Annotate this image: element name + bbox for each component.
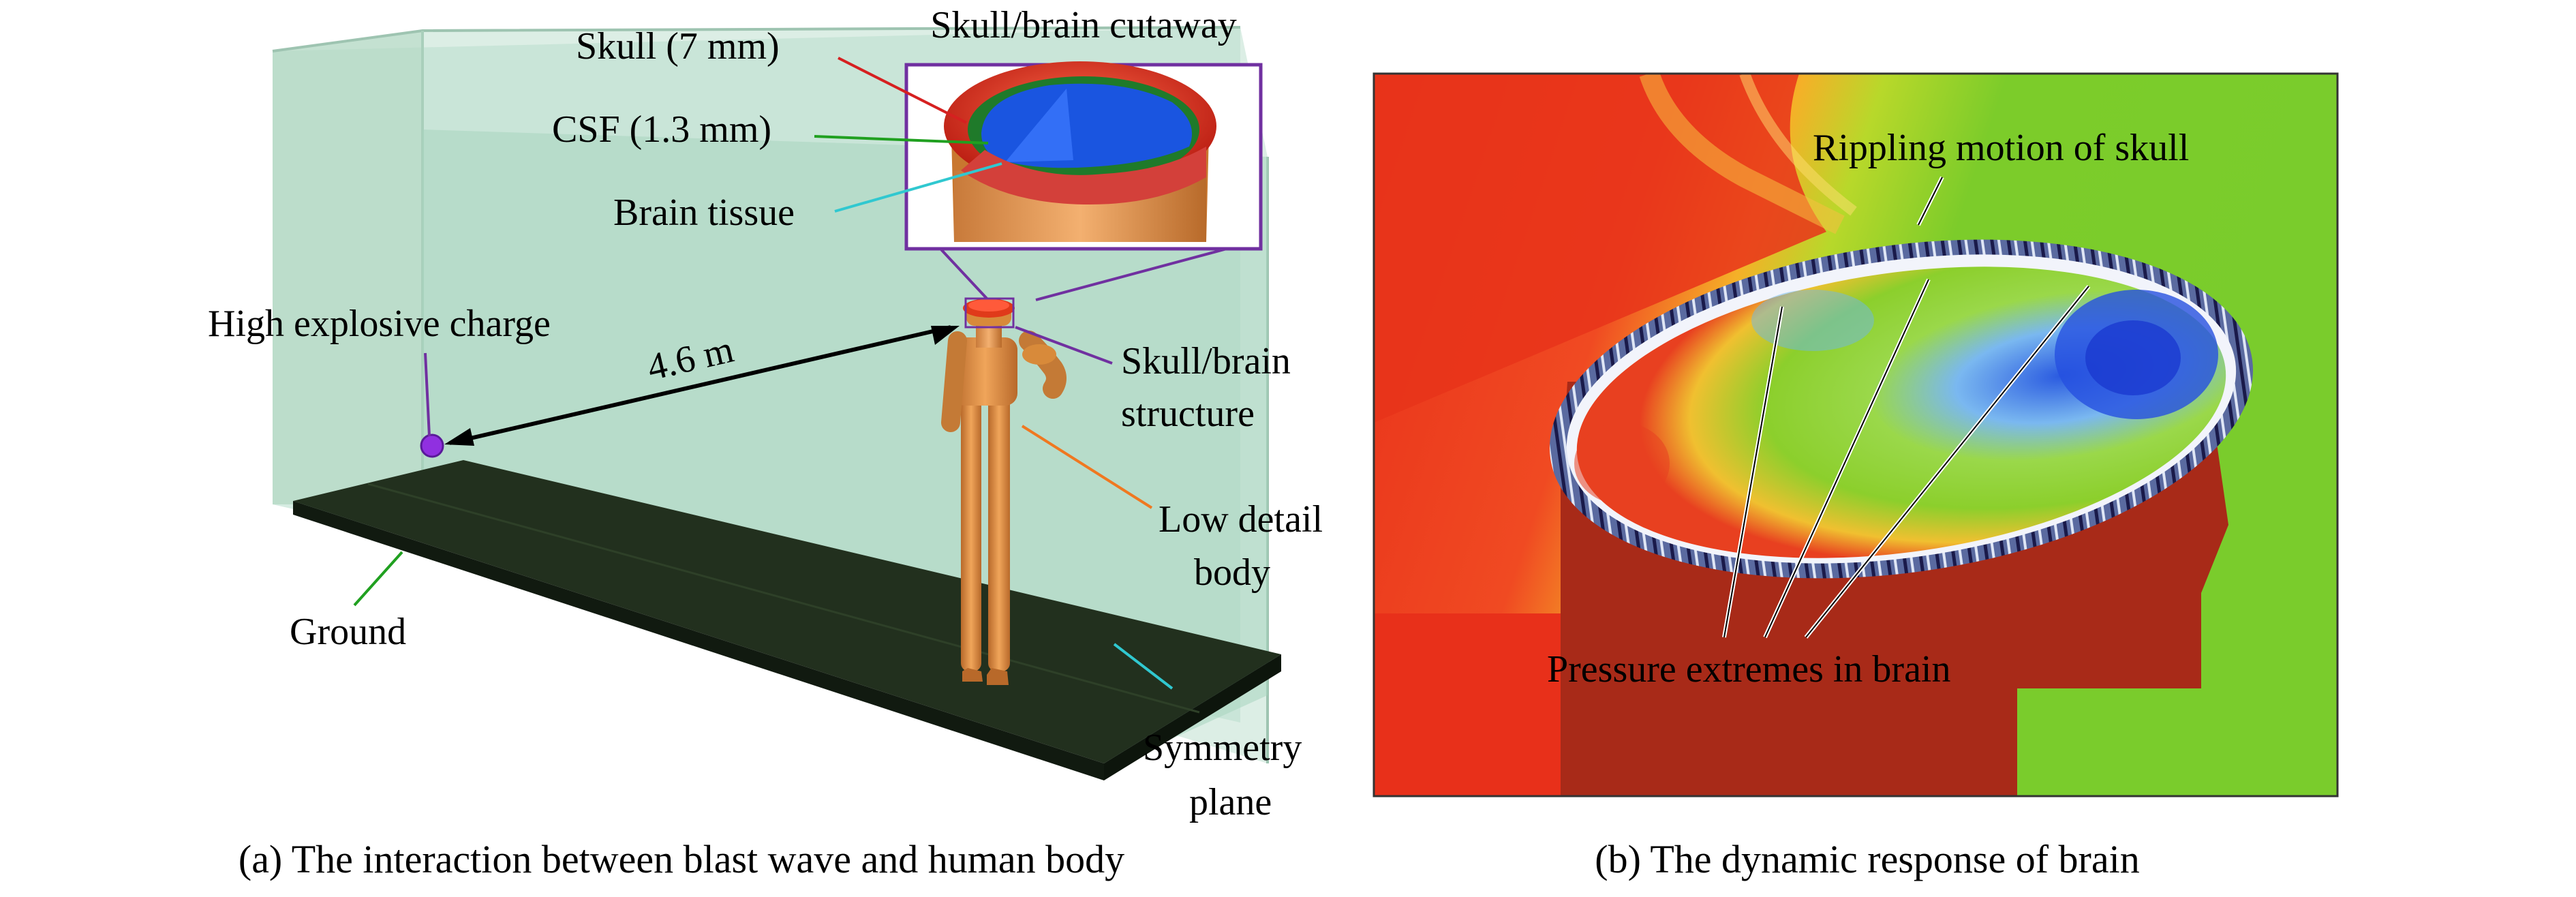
brain-section <box>1549 239 2254 579</box>
cutaway-model <box>944 61 1216 242</box>
caption-b: (b) The dynamic response of brain <box>1595 837 2139 881</box>
human-body-model <box>941 297 1067 685</box>
pressure-label: Pressure extremes in brain <box>1547 648 1950 690</box>
skull-brain-structure-label-2: structure <box>1121 393 1255 435</box>
symmetry-label-1: Symmetry <box>1143 727 1302 769</box>
low-detail-body-label-1: Low detail <box>1159 498 1323 541</box>
ground-label: Ground <box>290 611 406 653</box>
low-detail-body-label-2: body <box>1194 551 1270 594</box>
brain-tissue-label: Brain tissue <box>613 192 795 234</box>
symmetry-leader <box>1113 643 1174 690</box>
skull-label: Skull (7 mm) <box>576 25 780 67</box>
symmetry-label-2: plane <box>1189 781 1272 823</box>
rippling-label: Rippling motion of skull <box>1813 127 2189 169</box>
cutaway-title: Skull/brain cutaway <box>930 4 1236 46</box>
high-explosive-label: High explosive charge <box>208 303 551 345</box>
panel-a: Skull/brain cutaway 4.6 <box>208 4 1323 881</box>
cutaway-inset: Skull/brain cutaway <box>904 4 1263 251</box>
caption-a: (a) The interaction between blast wave a… <box>239 837 1124 881</box>
csf-label: CSF (1.3 mm) <box>552 108 771 151</box>
charge-leader <box>424 352 431 437</box>
structure-leader <box>1015 326 1113 365</box>
panel-b: Rippling motion of skull Pressure extrem… <box>1373 72 2339 881</box>
ground-plate <box>293 460 1281 780</box>
body-leader <box>1021 425 1153 509</box>
ground-leader <box>353 551 403 607</box>
skull-brain-structure-label-1: Skull/brain <box>1121 340 1291 382</box>
skull-leader <box>838 57 967 124</box>
brain-leader <box>834 162 1002 213</box>
csf-leader <box>814 135 989 145</box>
explosive-charge <box>420 434 444 458</box>
